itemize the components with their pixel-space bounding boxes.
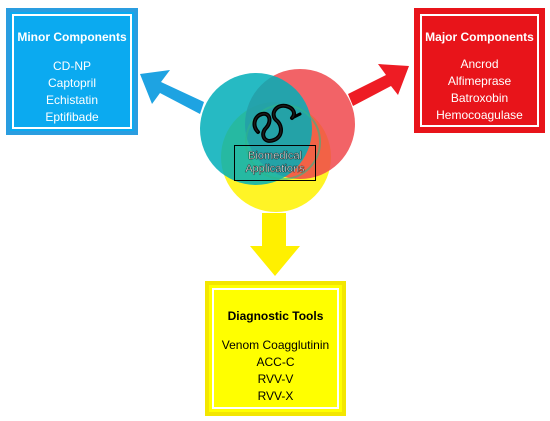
arrow-to-minor <box>140 70 204 114</box>
list-item: Echistatin <box>45 93 99 107</box>
minor-components-list: CD-NP Captopril Echistatin Eptifibade <box>10 58 134 126</box>
list-item: Venom Coagglutinin <box>221 338 330 352</box>
list-item: RVV-X <box>257 389 294 403</box>
major-components-list: Ancrod Alfimeprase Batroxobin Hemocoagul… <box>418 56 541 124</box>
major-components-box: Major Components Ancrod Alfimeprase Batr… <box>414 8 545 133</box>
list-item: Hemocoagulase <box>436 108 523 122</box>
list-item: Alfimeprase <box>447 74 512 88</box>
list-item: ACC-C <box>256 355 295 369</box>
snake-icon-inner <box>253 105 295 142</box>
list-item: Captopril <box>47 76 97 90</box>
arrow-to-diagnostic <box>250 213 300 276</box>
minor-components-title: Minor Components <box>17 30 127 44</box>
list-item: CD-NP <box>53 59 91 73</box>
list-item: Eptifibade <box>45 110 99 124</box>
list-item: Batroxobin <box>450 91 509 105</box>
arrow-to-major <box>348 64 409 106</box>
list-item: RVV-V <box>257 372 294 386</box>
diagnostic-tools-box: Diagnostic Tools Venom Coagglutinin ACC-… <box>205 281 346 416</box>
list-item: Ancrod <box>460 57 499 71</box>
center-label: Biomedical Applications <box>234 145 316 181</box>
diagnostic-tools-list: Venom Coagglutinin ACC-C RVV-V RVV-X <box>209 337 342 405</box>
diagnostic-tools-title: Diagnostic Tools <box>227 309 324 323</box>
major-components-title: Major Components <box>425 30 534 44</box>
minor-components-box: Minor Components CD-NP Captopril Echista… <box>6 8 138 135</box>
